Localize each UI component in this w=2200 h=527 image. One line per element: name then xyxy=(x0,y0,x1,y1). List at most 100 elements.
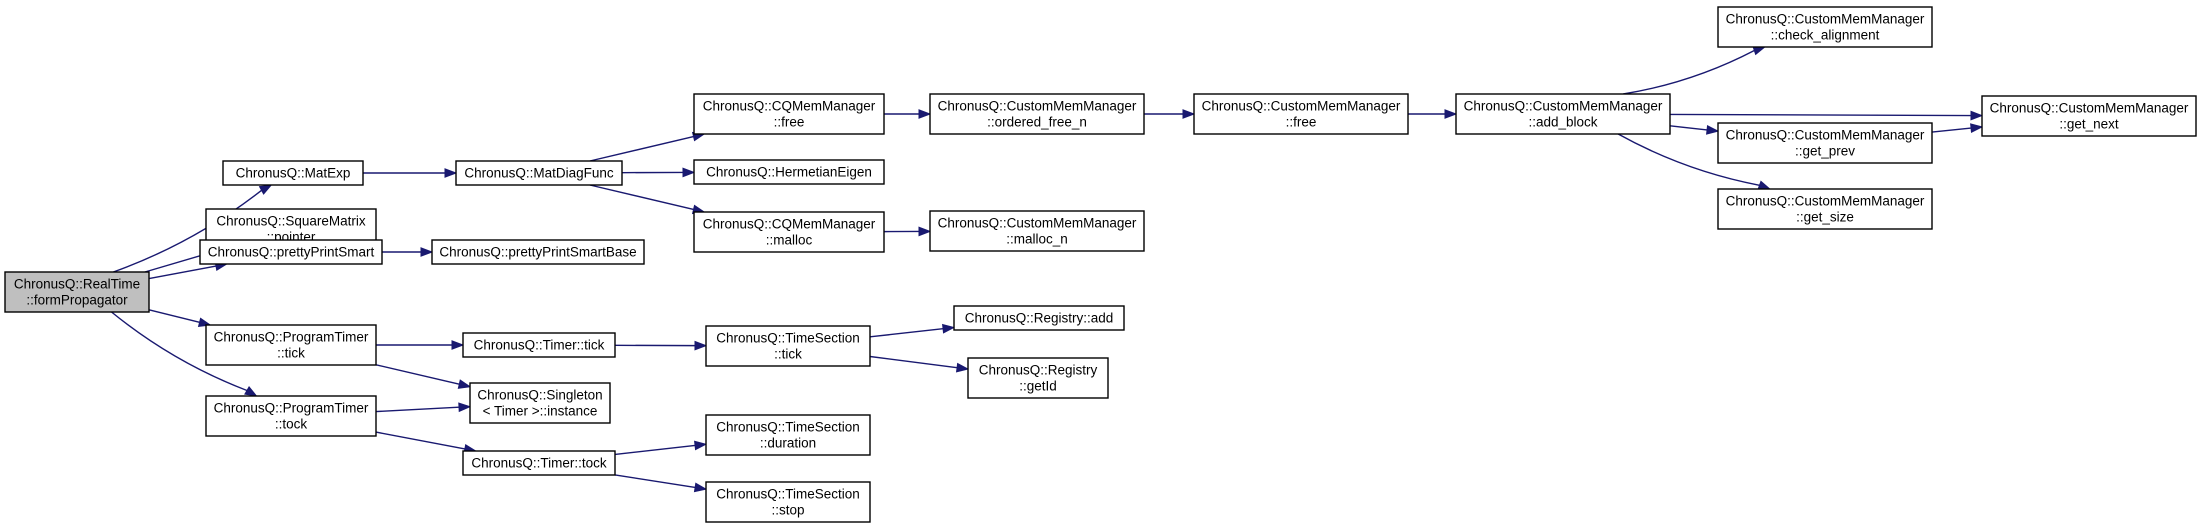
function-node-pttock[interactable]: ChronusQ::ProgramTimer::tock xyxy=(205,395,377,437)
arrowhead-icon xyxy=(420,247,434,257)
function-node-tsstop[interactable]: ChronusQ::TimeSection::stop xyxy=(705,481,871,523)
call-edge-addblock-to-getprev xyxy=(1669,124,1720,135)
function-node-label: ::check_alignment xyxy=(1771,28,1880,43)
function-node-ttick[interactable]: ChronusQ::Timer::tick xyxy=(462,332,616,358)
function-node-label: ChronusQ::CQMemManager xyxy=(703,217,876,232)
function-node-label: ChronusQ::CustomMemManager xyxy=(1464,99,1663,114)
function-node-label: ChronusQ::CustomMemManager xyxy=(1990,101,2189,116)
arrowhead-icon xyxy=(458,402,472,413)
function-node-label: ::duration xyxy=(760,436,816,451)
call-edge-cqmalloc-to-mallocn xyxy=(883,226,932,237)
function-node-getprev[interactable]: ChronusQ::CustomMemManager::get_prev xyxy=(1717,122,1933,164)
function-node-getsize[interactable]: ChronusQ::CustomMemManager::get_size xyxy=(1717,188,1933,230)
function-node-box xyxy=(953,305,1125,331)
function-node-box xyxy=(693,93,885,135)
function-node-box xyxy=(1455,93,1671,135)
arrowhead-icon xyxy=(1182,109,1196,119)
function-node-label: ::add_block xyxy=(1528,115,1597,130)
call-edge-line xyxy=(614,444,696,456)
function-node-label: ::ordered_free_n xyxy=(987,115,1087,130)
function-node-box xyxy=(4,271,150,313)
function-node-singleton[interactable]: ChronusQ::Singleton< Timer >::instance xyxy=(469,382,611,424)
call-edge-line xyxy=(1931,127,1972,133)
function-node-regget[interactable]: ChronusQ::Registry::getId xyxy=(967,357,1109,399)
function-node-box xyxy=(705,481,871,523)
function-node-tsdur[interactable]: ChronusQ::TimeSection::duration xyxy=(705,414,871,456)
function-node-label: ::malloc_n xyxy=(1006,232,1068,247)
call-edge-ttock-to-tsstop xyxy=(614,474,708,493)
function-node-label: ChronusQ::RealTime xyxy=(14,277,140,292)
call-edge-line xyxy=(1617,133,1760,186)
function-node-regadd[interactable]: ChronusQ::Registry::add xyxy=(953,305,1125,331)
call-edge-line xyxy=(589,184,694,211)
call-edge-line xyxy=(1669,125,1708,131)
function-node-cqfree[interactable]: ChronusQ::CQMemManager::free xyxy=(693,93,885,135)
function-node-label: ChronusQ::Timer::tock xyxy=(471,456,607,471)
arrowhead-icon xyxy=(918,109,932,119)
function-node-box xyxy=(205,395,377,437)
function-node-box xyxy=(205,324,377,366)
call-edge-line xyxy=(589,135,694,162)
function-node-label: ChronusQ::CQMemManager xyxy=(703,99,876,114)
function-node-root: ChronusQ::RealTime::formPropagator xyxy=(4,271,150,313)
function-node-box xyxy=(462,332,616,358)
arrowhead-icon xyxy=(955,362,970,373)
function-node-pps[interactable]: ChronusQ::prettyPrintSmart xyxy=(199,239,383,265)
function-node-box xyxy=(431,239,645,265)
function-node-matdiag[interactable]: ChronusQ::MatDiagFunc xyxy=(455,160,623,186)
function-node-herm[interactable]: ChronusQ::HermetianEigen xyxy=(693,159,885,185)
function-node-getnext[interactable]: ChronusQ::CustomMemManager::get_next xyxy=(1981,95,2197,137)
function-node-label: ::free xyxy=(1286,115,1317,130)
function-node-label: ChronusQ::ProgramTimer xyxy=(214,401,369,416)
call-edge-line xyxy=(1669,113,1972,117)
function-node-box xyxy=(1717,6,1933,48)
call-edge-pps-to-ppsb xyxy=(382,247,434,257)
call-edge-getprev-to-getnext xyxy=(1931,123,1984,134)
call-edge-cmfree-to-addblock xyxy=(1408,109,1458,119)
call-edge-line xyxy=(148,309,200,324)
function-node-label: ChronusQ::Singleton xyxy=(477,388,602,403)
function-node-label: ChronusQ::CustomMemManager xyxy=(938,216,1137,231)
function-node-label: ChronusQ::CustomMemManager xyxy=(1202,99,1401,114)
function-node-label: ChronusQ::Timer::tick xyxy=(474,338,605,353)
function-node-checkal[interactable]: ChronusQ::CustomMemManager::check_alignm… xyxy=(1717,6,1933,48)
function-node-cmfree[interactable]: ChronusQ::CustomMemManager::free xyxy=(1193,93,1409,135)
function-node-ttock[interactable]: ChronusQ::Timer::tock xyxy=(462,450,616,476)
function-node-ppsb[interactable]: ChronusQ::prettyPrintSmartBase xyxy=(431,239,645,265)
arrowhead-icon xyxy=(1757,180,1772,190)
function-node-label: ::tick xyxy=(774,347,802,362)
function-node-cqmalloc[interactable]: ChronusQ::CQMemManager::malloc xyxy=(693,211,885,253)
function-node-label: ChronusQ::HermetianEigen xyxy=(706,165,872,180)
function-node-label: ::getId xyxy=(1019,379,1057,394)
function-node-label: ::malloc xyxy=(766,233,813,248)
function-node-ofree[interactable]: ChronusQ::CustomMemManager::ordered_free… xyxy=(929,93,1145,135)
call-edge-line xyxy=(869,328,944,338)
arrowhead-icon xyxy=(444,168,458,178)
function-node-label: ChronusQ::TimeSection xyxy=(716,331,860,346)
call-edge-line xyxy=(375,431,466,450)
function-node-mallocn[interactable]: ChronusQ::CustomMemManager::malloc_n xyxy=(929,210,1145,252)
function-node-box xyxy=(222,160,364,186)
arrowhead-icon xyxy=(1444,109,1458,119)
function-node-pttick[interactable]: ChronusQ::ProgramTimer::tick xyxy=(205,324,377,366)
function-node-label: ChronusQ::TimeSection xyxy=(716,487,860,502)
arrowhead-icon xyxy=(694,340,708,351)
call-edge-ttick-to-tstick xyxy=(614,340,708,351)
function-node-matexp[interactable]: ChronusQ::MatExp xyxy=(222,160,364,186)
function-node-box xyxy=(929,210,1145,252)
function-node-box xyxy=(929,93,1145,135)
function-node-tstick[interactable]: ChronusQ::TimeSection::tick xyxy=(705,325,871,367)
arrowhead-icon xyxy=(942,323,956,334)
function-node-box xyxy=(693,159,885,185)
arrowhead-icon xyxy=(457,379,472,389)
call-edge-pttock-to-singleton xyxy=(375,402,472,413)
call-edge-line xyxy=(148,265,217,280)
call-edge-root-to-pttock xyxy=(111,311,258,397)
function-node-label: ChronusQ::MatDiagFunc xyxy=(464,166,614,181)
arrowhead-icon xyxy=(258,184,273,195)
function-node-label: ::tick xyxy=(277,346,305,361)
call-edge-ttock-to-tsdur xyxy=(614,440,708,456)
function-node-addblock[interactable]: ChronusQ::CustomMemManager::add_block xyxy=(1455,93,1671,135)
function-node-label: ::free xyxy=(774,115,805,130)
